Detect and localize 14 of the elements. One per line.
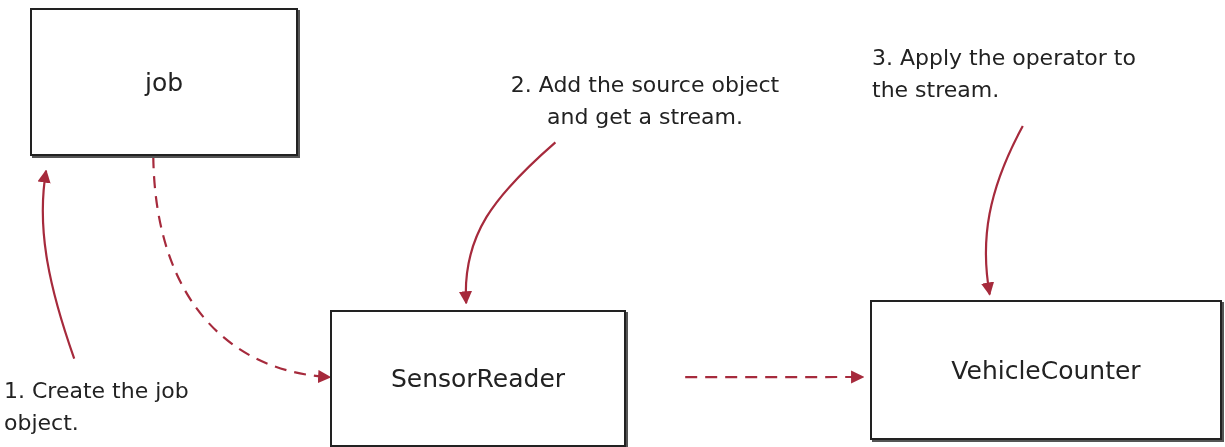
box-label: VehicleCounter	[951, 355, 1141, 385]
arrow	[459, 141, 557, 305]
box-label: job	[144, 67, 184, 97]
arrow	[981, 125, 1024, 296]
annotation-text: 1. Create the job object.	[4, 377, 190, 437]
process-box	[30, 8, 298, 156]
annotation-text: 3. Apply the operator to the stream.	[872, 44, 1137, 104]
box-label: SensorReader	[390, 364, 566, 393]
arrow	[37, 169, 76, 359]
process-box	[330, 310, 626, 447]
arrow	[685, 370, 865, 384]
annotation-text: 2. Add the source object and get a stream.	[509, 71, 781, 131]
arrow	[152, 155, 332, 383]
process-box	[870, 300, 1222, 440]
